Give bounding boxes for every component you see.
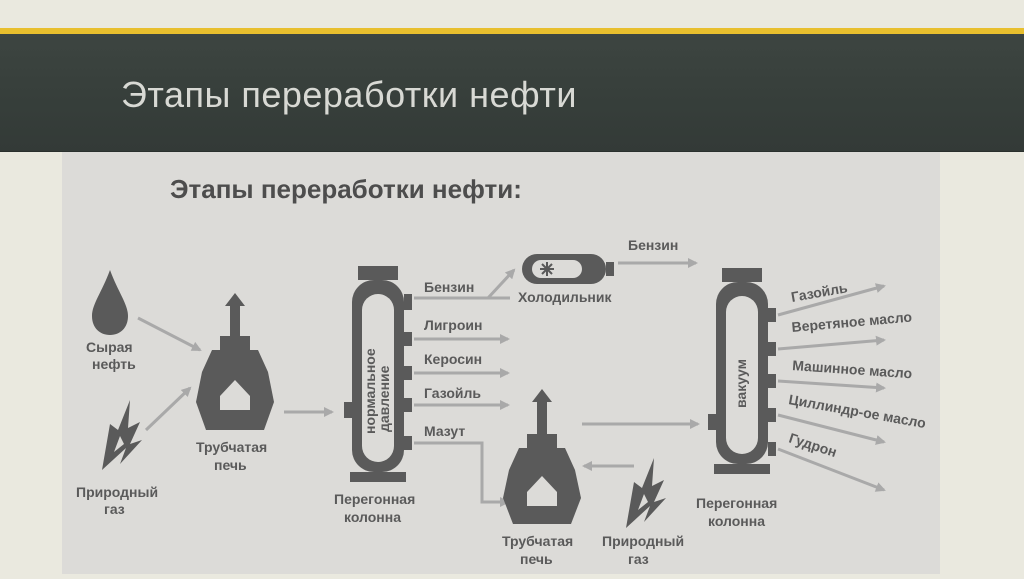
output-veretyanoe: Веретяное масло (791, 309, 913, 335)
cooler-output-label: Бензин (628, 237, 678, 253)
column-1-label-2: колонна (344, 509, 401, 525)
column-2-text: вакуум (733, 359, 749, 408)
furnace-icon (196, 293, 274, 430)
arrow-benzin-to-cooler (486, 268, 516, 300)
output-gazoil: Газойль (424, 385, 481, 401)
accent-line (0, 28, 1024, 34)
column-1-text-2: давление (376, 365, 392, 432)
flame-icon-2-inner (638, 494, 648, 510)
output-mashinnoe: Машинное масло (792, 357, 913, 381)
natural-gas-2-label-2: газ (628, 551, 649, 567)
furnace-icon-2 (503, 389, 581, 524)
slide-title: Этапы переработки нефти (121, 74, 577, 115)
arrow-out-veretyanoe (777, 335, 886, 351)
arrow-oil-to-furnace (137, 316, 202, 352)
cooler-label: Холодильник (518, 289, 612, 305)
arrow-mazut-to-furnace-2 (414, 441, 510, 507)
output-benzin: Бензин (424, 279, 474, 295)
furnace-1-label-1: Трубчатая (196, 439, 267, 455)
output-cilindrovoe: Циллиндр-ое масло (787, 391, 927, 431)
output-gazoil-2: Газойль (790, 279, 849, 305)
arrow-out-cilindrovoe (777, 413, 886, 445)
flame-icon (102, 400, 142, 470)
natural-gas-1-label-2: газ (104, 501, 125, 517)
crude-oil-label-2: нефть (92, 356, 136, 372)
top-strip (0, 0, 1024, 28)
drop-icon (92, 270, 128, 335)
column-icon-2 (708, 268, 776, 474)
snowflake-icon (540, 262, 554, 276)
flame-icon-2 (626, 458, 666, 528)
output-mazut: Мазут (424, 423, 465, 439)
diagram-heading: Этапы переработки нефти: (170, 174, 522, 204)
crude-oil-label-1: Сырая (86, 339, 133, 355)
column-1-label-1: Перегонная (334, 491, 415, 507)
diagram-image: Этапы переработки нефти: Сырая нефть При… (62, 152, 940, 574)
column-2-label-2: колонна (708, 513, 765, 529)
furnace-2-label-2: печь (520, 551, 553, 567)
furnace-2-label-1: Трубчатая (502, 533, 573, 549)
natural-gas-1-label-1: Природный (76, 484, 158, 500)
column-1-text-1: нормальное (362, 348, 378, 434)
title-bar (0, 34, 1024, 152)
arrow-out-mashinnoe (777, 379, 886, 393)
cooler-icon (522, 254, 614, 284)
arrow-out-gazoil-2 (777, 283, 886, 317)
flame-icon-inner (114, 436, 124, 452)
output-ligroin: Лигроин (424, 317, 482, 333)
furnace-1-label-2: печь (214, 457, 247, 473)
output-kerosin: Керосин (424, 351, 482, 367)
arrow-out-gudron (777, 447, 886, 492)
column-icon (344, 266, 412, 482)
arrow-gas-to-furnace (144, 386, 192, 432)
diagram-svg: Этапы переработки нефти: Сырая нефть При… (76, 174, 927, 567)
column-2-label-1: Перегонная (696, 495, 777, 511)
natural-gas-2-label-1: Природный (602, 533, 684, 549)
